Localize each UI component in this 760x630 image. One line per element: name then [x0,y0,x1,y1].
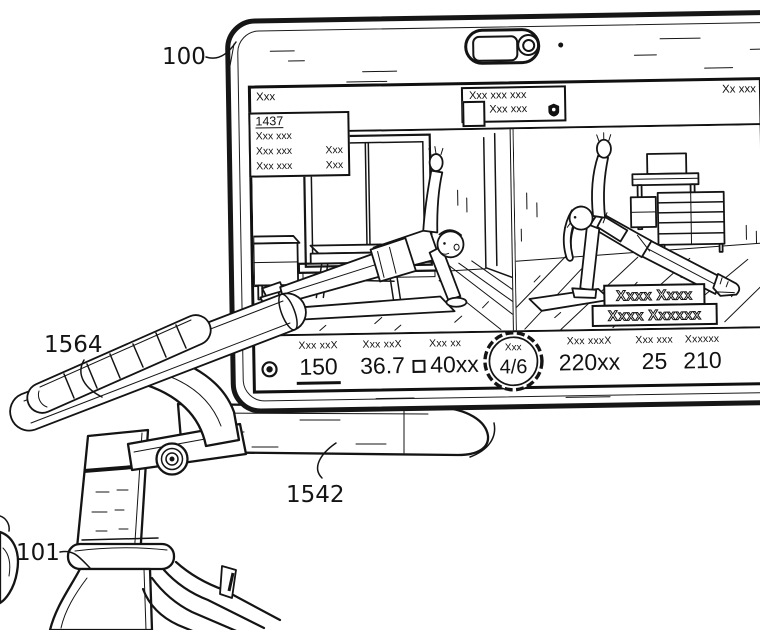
instructor-video-pane: Xxxx Xxxx Xxxx Xxxxxx [513,125,760,331]
mic-dot-icon [558,42,564,48]
workout-stats-bar: Xxx xxX 150 Xxx xxX 36.7 Xxx xx 40xx Xxx… [255,328,760,394]
stat-value: 210 [683,346,722,374]
caption-overlay: Xxxx Xxxx Xxxx Xxxxxx [591,283,718,327]
menu-ref-label: 1437 [255,114,284,129]
session-info-box: Xxx xxx xxx Xxx xxx [460,85,567,128]
stat-label: Xxxxxx [684,332,720,346]
menu-item[interactable]: Xxx xxx [255,129,292,143]
camera-module [463,27,541,66]
progress-ring: Xxx 4/6 [483,331,544,392]
menu-row-right[interactable]: Xxx [325,159,344,172]
screen-content: Xxx Xxx xxx xxx Xxx xxx Xx xxx 1437 Xxx … [247,77,760,394]
instructor-exerciser [562,132,741,299]
checkbox[interactable] [462,100,486,128]
camera-lens-icon [517,33,540,57]
stat-pace: Xxx xx 40xx [400,337,491,379]
tablet-device: Xxx Xxx xxx xxx Xxx xxx Xx xxx 1437 Xxx … [224,9,760,414]
menu-row-right[interactable]: Xxx [325,144,344,157]
stat-value: 40xx [429,350,479,378]
menu-row-left[interactable]: Xxx xxx [255,144,293,158]
menu-row[interactable]: Xxx xxx Xxx [251,144,348,158]
caption-line1: Xxxx Xxxx [616,287,693,304]
stat-value: 150 [296,353,341,385]
user-exerciser [259,146,468,309]
user-video-pane [251,129,513,335]
screen-topbar: Xxx Xxx xxx xxx Xxx xxx Xx xxx [251,80,760,131]
stat-label: Xxx xx [428,337,462,350]
shield-icon [548,103,560,117]
session-subtitle: Xxx xxx [489,103,528,116]
stat-power: Xxxxxx 210 [657,332,748,374]
menu-row-left[interactable]: Xxx xxx [256,159,293,173]
square-icon [412,359,426,373]
dropdown-menu[interactable]: 1437 Xxx xxx Xxx xxx Xxx Xxx xxx Xxx [248,110,351,178]
topbar-right-button[interactable]: Xx xxx [721,83,757,96]
ring-label: Xxx [505,342,522,353]
menu-row[interactable]: Xxx xxx Xxx [251,159,348,173]
caption-line2: Xxxx Xxxxxx [608,307,702,325]
topbar-left-button[interactable]: Xxx [255,91,276,104]
camera-window-icon [472,35,519,62]
ring-value: 4/6 [499,356,527,378]
